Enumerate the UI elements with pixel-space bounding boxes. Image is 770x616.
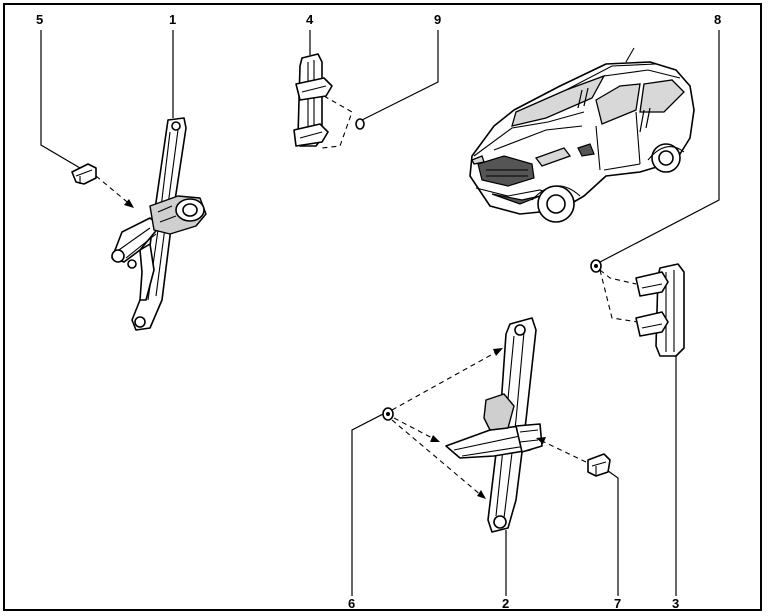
dashed-guide-4 (321, 95, 353, 149)
front-window-regulator-part-1 (111, 117, 207, 331)
dashed-guide-8b (599, 269, 639, 323)
diagram-frame (3, 3, 762, 611)
nut-part-6 (382, 407, 394, 421)
rear-window-regulator-part-2 (445, 317, 543, 533)
arrow-5 (124, 199, 134, 208)
nut-part-9 (355, 118, 365, 130)
callout-9: 9 (434, 12, 441, 27)
callout-7: 7 (614, 596, 621, 611)
callout-1: 1 (169, 12, 176, 27)
dashed-guide-6c (391, 419, 483, 497)
callout-3: 3 (672, 596, 679, 611)
dashed-guide-6a (391, 349, 501, 411)
arrow-7 (536, 437, 546, 444)
guide-rail-part-4 (293, 53, 333, 147)
guide-rail-part-3 (635, 263, 685, 357)
arrow-6a (493, 348, 503, 356)
dashed-guide-5 (95, 175, 133, 207)
arrow-6c (477, 490, 486, 499)
clip-part-7 (587, 453, 611, 477)
dashed-guide-6b (393, 417, 437, 441)
callout-4: 4 (306, 12, 314, 27)
nut-part-8 (590, 259, 602, 273)
callout-6: 6 (348, 596, 355, 611)
arrow-6b (430, 435, 440, 442)
dashed-guide-8a (599, 269, 637, 285)
clip-part-5 (71, 163, 97, 185)
callout-8: 8 (714, 12, 721, 27)
dashed-guide-7 (539, 439, 587, 463)
callout-2: 2 (502, 596, 509, 611)
callout-5: 5 (36, 12, 43, 27)
car-illustration (469, 47, 695, 223)
leader-lines (40, 30, 720, 596)
